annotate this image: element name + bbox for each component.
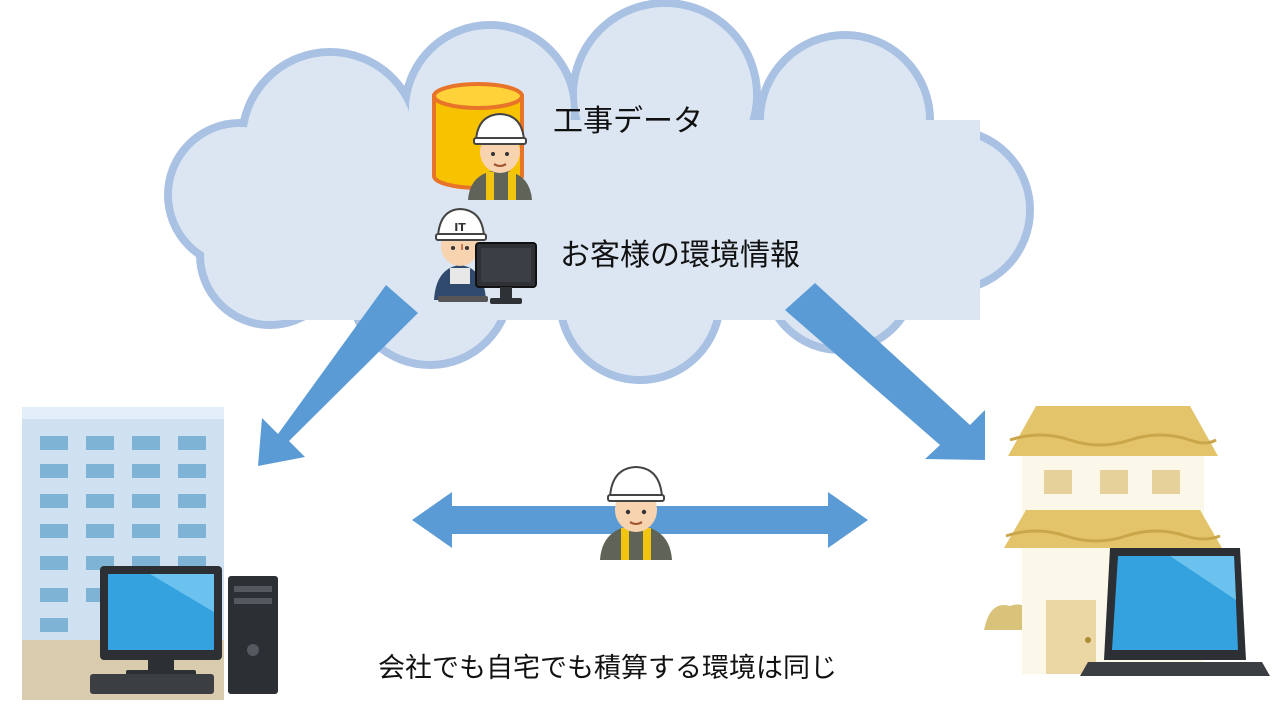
construction-worker-icon bbox=[468, 112, 532, 200]
laptop-icon bbox=[1080, 548, 1270, 676]
arrow-cloud-to-office bbox=[258, 285, 418, 466]
office-building-icon bbox=[22, 407, 224, 700]
it-badge: IT bbox=[454, 221, 466, 234]
caption: 会社でも自宅でも積算する環境は同じ bbox=[378, 653, 837, 684]
arrow-cloud-to-home bbox=[785, 283, 985, 460]
it-worker-icon: IT bbox=[434, 207, 537, 304]
desktop-computer-icon bbox=[90, 566, 278, 694]
construction-worker-icon bbox=[600, 465, 672, 560]
cloud-label-customer-environment: お客様の環境情報 bbox=[560, 238, 800, 273]
cloud-label-construction-data: 工事データ bbox=[553, 104, 703, 139]
